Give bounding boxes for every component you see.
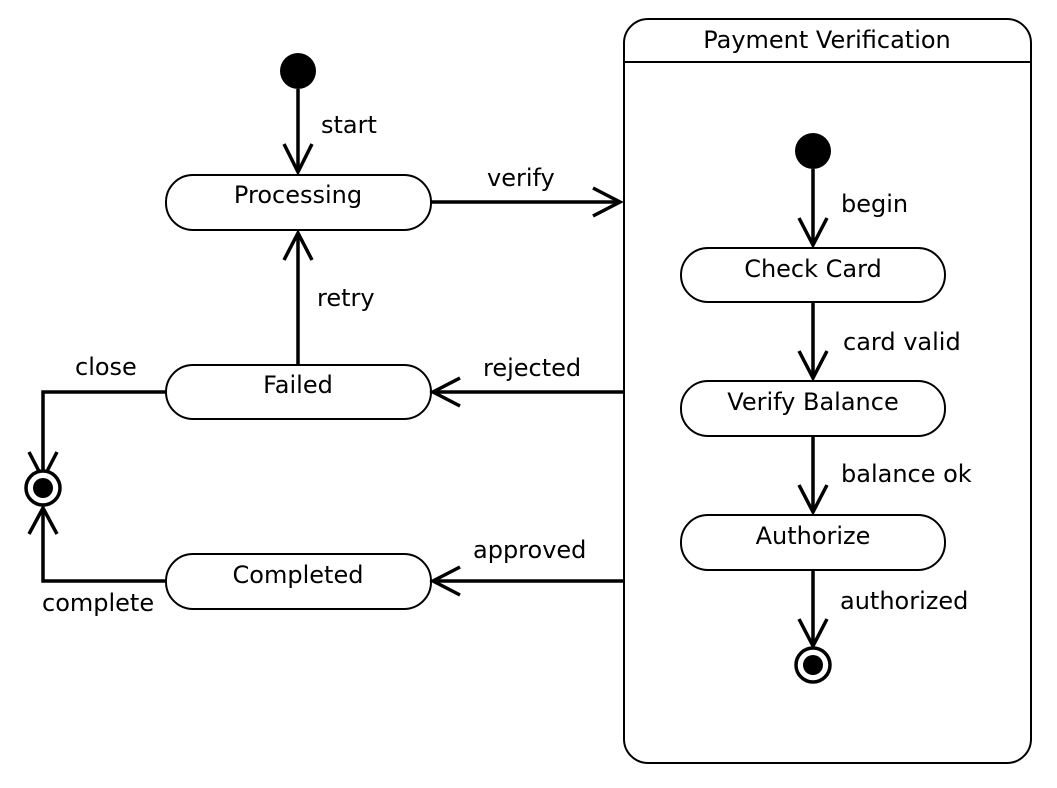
transition-card-valid-arrowhead [797,350,829,382]
inner-initial-node [795,133,831,169]
state-authorize-label: Authorize [756,522,871,550]
state-failed-label: Failed [263,371,333,399]
state-completed-label: Completed [233,561,364,589]
transition-label-start: start [321,111,377,139]
transition-retry-arrowhead [282,229,314,261]
state-check-card-label: Check Card [744,255,882,283]
transition-balance-ok-arrowhead [797,484,829,516]
transition-label-balance-ok: balance ok [841,460,972,488]
transition-label-complete: complete [42,589,154,617]
state-processing-label: Processing [234,181,362,209]
state-verify-balance: Verify Balance [680,380,946,437]
state-check-card: Check Card [680,247,946,303]
composite-state-title: Payment Verification [703,26,951,54]
transition-label-authorized: authorized [840,587,968,615]
transition-label-begin: begin [841,190,908,218]
transition-label-card-valid: card valid [843,328,961,356]
state-authorize: Authorize [680,514,946,571]
transition-rejected-arrowhead [429,376,461,408]
transition-label-close: close [75,353,137,381]
transition-approved-arrowhead [429,565,461,597]
transition-label-retry: retry [317,284,375,312]
inner-final-node-core [803,655,823,675]
state-failed: Failed [165,364,432,420]
state-verify-balance-label: Verify Balance [727,388,898,416]
transition-label-rejected: rejected [483,354,581,382]
final-node-outer-core [33,478,53,498]
state-completed: Completed [165,553,432,610]
transition-label-verify: verify [487,164,555,192]
transition-start-arrowhead [282,143,314,176]
transition-label-approved: approved [473,536,586,564]
transition-complete-line [41,508,166,583]
state-processing: Processing [165,174,432,231]
transition-complete-arrowhead [27,504,59,535]
transition-begin-arrowhead [797,217,829,249]
transition-close-line [41,390,166,479]
transition-authorized-arrowhead [797,618,829,650]
initial-node [280,53,316,89]
transition-verify-arrowhead [592,186,624,218]
